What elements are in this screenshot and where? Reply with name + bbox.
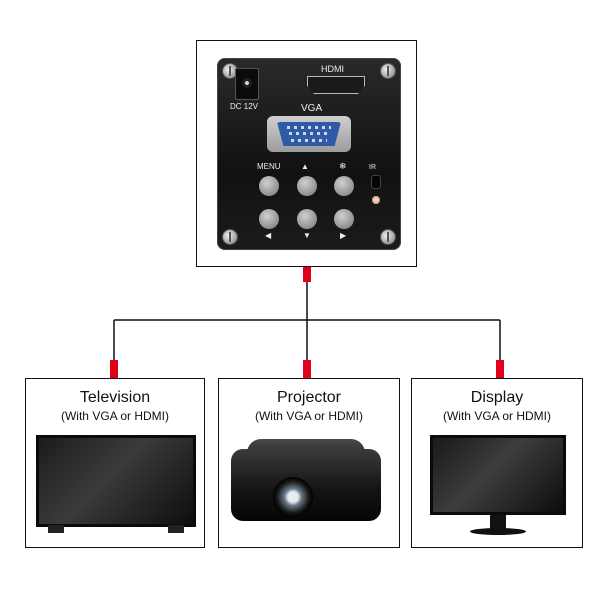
camera-connector bbox=[303, 264, 311, 282]
vga-label: VGA bbox=[301, 103, 323, 114]
display-subtitle: (With VGA or HDMI) bbox=[442, 409, 551, 423]
dc-label: DC 12V bbox=[230, 102, 259, 111]
display-stand-neck bbox=[490, 515, 506, 529]
snowflake-icon: ❄ bbox=[339, 161, 347, 171]
left-button[interactable] bbox=[259, 209, 279, 229]
left-arrow-icon: ◀ bbox=[265, 231, 272, 240]
vga-port bbox=[267, 116, 351, 152]
projector-lens-icon bbox=[273, 477, 313, 517]
screw-icon bbox=[381, 64, 395, 78]
projector-panel: Projector (With VGA or HDMI) bbox=[218, 378, 400, 548]
television-subtitle: (With VGA or HDMI) bbox=[60, 409, 169, 423]
display-connector bbox=[496, 360, 504, 378]
display-title: Display bbox=[470, 389, 524, 406]
hdmi-port bbox=[307, 76, 365, 94]
up-arrow-icon: ▲ bbox=[301, 162, 309, 171]
tv-connector bbox=[110, 360, 118, 378]
projector-connector bbox=[303, 360, 311, 378]
display-stand-base bbox=[470, 528, 526, 535]
projector-title: Projector bbox=[276, 389, 342, 406]
menu-label: MENU bbox=[257, 162, 281, 171]
tv-leg bbox=[168, 525, 184, 533]
status-led bbox=[372, 196, 380, 204]
ir-sensor bbox=[371, 175, 381, 189]
ir-label: IR bbox=[369, 164, 376, 171]
up-button[interactable] bbox=[297, 176, 317, 196]
display-image bbox=[430, 435, 566, 515]
television-image bbox=[36, 435, 196, 527]
tv-leg bbox=[48, 525, 64, 533]
right-arrow-icon: ▶ bbox=[340, 231, 347, 240]
hdmi-label: HDMI bbox=[321, 64, 344, 74]
menu-button[interactable] bbox=[259, 176, 279, 196]
screw-icon bbox=[223, 230, 237, 244]
projector-subtitle: (With VGA or HDMI) bbox=[254, 409, 363, 423]
screw-icon bbox=[223, 64, 237, 78]
display-panel: Display (With VGA or HDMI) bbox=[411, 378, 583, 548]
camera-panel: DC 12V HDMI VGA MENU ▲ ❄ IR ◀ ▼ ▶ bbox=[196, 40, 417, 267]
down-button[interactable] bbox=[297, 209, 317, 229]
down-arrow-icon: ▼ bbox=[303, 231, 311, 240]
right-button[interactable] bbox=[334, 209, 354, 229]
television-panel: Television (With VGA or HDMI) bbox=[25, 378, 205, 548]
television-title: Television bbox=[79, 389, 151, 406]
camera-rear-panel: DC 12V HDMI VGA MENU ▲ ❄ IR ◀ ▼ ▶ bbox=[217, 58, 401, 250]
dc-power-jack bbox=[235, 68, 259, 100]
vga-pins bbox=[277, 124, 341, 144]
freeze-button[interactable] bbox=[334, 176, 354, 196]
screw-icon bbox=[381, 230, 395, 244]
